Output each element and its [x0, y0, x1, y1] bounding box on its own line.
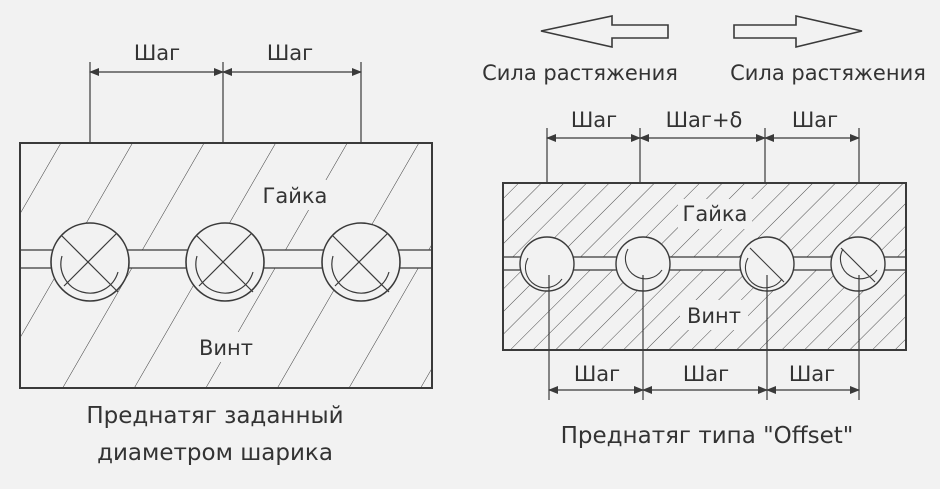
right-ball-4	[830, 236, 886, 292]
left-arrow-icon	[540, 15, 669, 49]
right-nut-label-bg	[678, 199, 752, 229]
right-nut-label: Гайка	[683, 202, 748, 226]
right-caption: Преднатяг типа "Offset"	[561, 423, 854, 449]
right-arrow-icon	[733, 14, 863, 49]
left-ball-1	[50, 222, 130, 302]
right-top-pitch-label-1: Шаг	[571, 108, 617, 132]
right-bottom-pitch-label-1: Шаг	[574, 362, 620, 386]
right-outline	[502, 182, 907, 351]
right-screw-label-bg	[680, 300, 748, 330]
right-top-pitch-label-3: Шаг	[792, 108, 838, 132]
left-ball-2	[185, 222, 265, 302]
right-bottom-pitch-label-2: Шаг	[683, 362, 729, 386]
force-left-label: Сила растяжения	[482, 61, 678, 85]
left-pitch-label-1: Шаг	[134, 41, 180, 65]
right-ball-3	[739, 236, 795, 292]
left-ball-3	[321, 222, 401, 302]
right-top-pitch-label-2: Шаг+δ	[666, 108, 743, 132]
left-screw-label: Винт	[199, 336, 253, 360]
left-diagram: Шаг Шаг	[19, 41, 433, 466]
force-right-label: Сила растяжения	[730, 61, 926, 85]
right-diagram: Сила растяжения Сила растяжения Шаг Шаг+…	[482, 14, 926, 449]
left-nut-label: Гайка	[263, 184, 328, 208]
right-screw-label: Винт	[687, 304, 741, 328]
right-bottom-pitch-label-3: Шаг	[789, 362, 835, 386]
left-caption-line2: диаметром шарика	[97, 440, 333, 466]
left-pitch-label-2: Шаг	[267, 41, 313, 65]
left-nut-label-bg	[257, 180, 333, 210]
left-outline	[19, 142, 433, 389]
left-caption-line1: Преднатяг заданный	[86, 403, 343, 429]
right-ball-1	[519, 236, 575, 292]
left-screw-label-bg	[190, 332, 262, 362]
right-bottom-pitch-dimension	[548, 275, 860, 400]
